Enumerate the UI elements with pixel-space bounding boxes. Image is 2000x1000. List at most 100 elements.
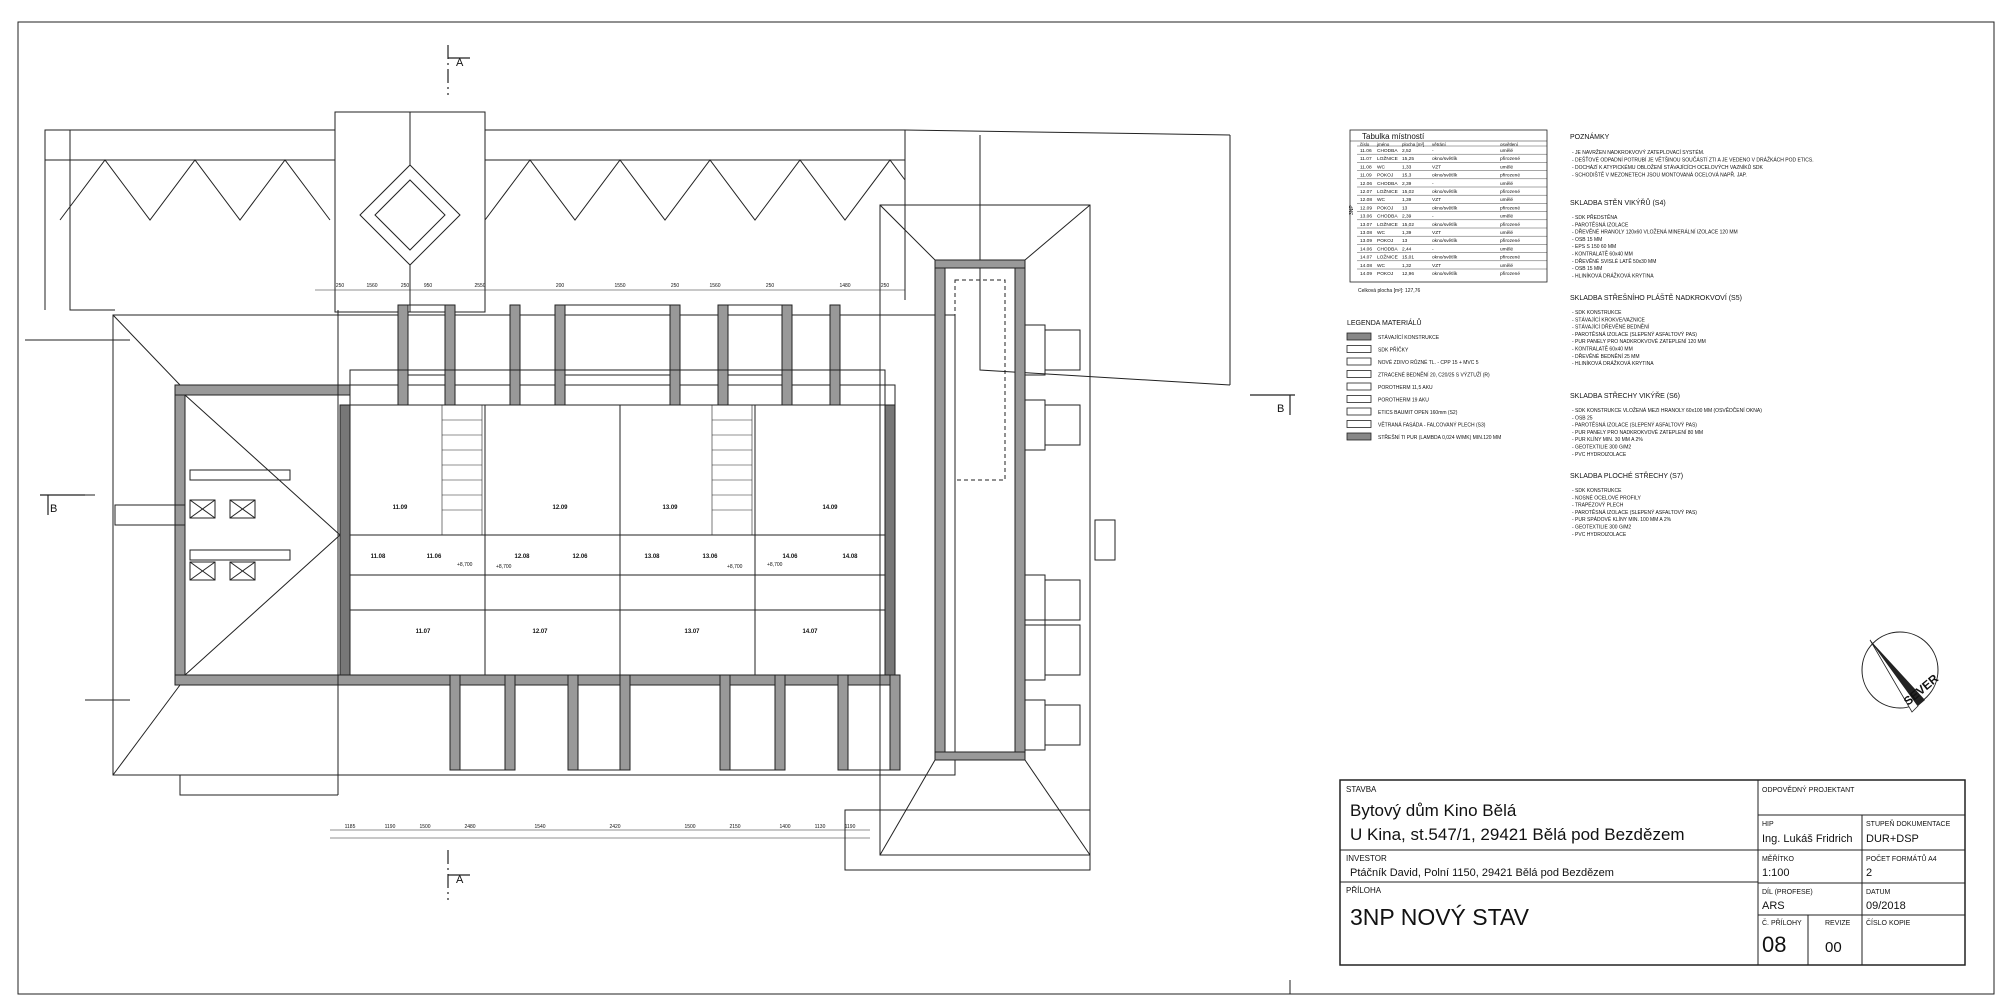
hip-label: HIP: [1762, 821, 1774, 828]
legend-label: NOVÉ ZDIVO RŮZNÉ TL. - CPP 15 + MVC 5: [1378, 359, 1479, 366]
room-label: 12.09: [552, 505, 568, 511]
table-cell: umělé: [1500, 214, 1513, 220]
legend-swatch: [1346, 407, 1372, 416]
table-cell: umělé: [1500, 164, 1513, 170]
table-cell: -: [1432, 247, 1434, 252]
dimension-text: 1190: [845, 824, 856, 830]
note-line: - DOCHÁZÍ K ATYPICKÉMU OBLOŽENÍ STÁVAJÍC…: [1572, 163, 1764, 171]
composition-line: - HLINÍKOVÁ DRÁŽKOVÁ KRYTINA: [1572, 359, 1654, 367]
table-cell: 11.09: [1360, 173, 1372, 179]
notes-block: POZNÁMKY - JE NAVRŽEN NADKROKVOVÝ ZATEPL…: [1570, 132, 1814, 538]
dimension-text: 1190: [385, 824, 396, 830]
table-cell: CHODBA: [1377, 246, 1398, 252]
table-cell: přirozené: [1500, 222, 1520, 228]
table-cell: 13: [1402, 238, 1408, 244]
note-line: - SCHODIŠTĚ V MEZONETECH JSOU MONTOVANÁ …: [1572, 171, 1747, 179]
revize-label: REVIZE: [1825, 920, 1851, 927]
table-cell: 12.07: [1360, 189, 1372, 195]
table-header: osvětlení: [1500, 142, 1519, 147]
priloha: 3NP NOVÝ STAV: [1350, 904, 1530, 930]
dimension-text: 1560: [709, 283, 720, 289]
composition-line: - PUR PANELY PRO NADKROKVOVÉ ZATEPLENÍ 8…: [1572, 429, 1703, 436]
dimension-text: 2480: [464, 824, 475, 830]
composition-line: - GEOTEXTILIE 300 G/M2: [1572, 445, 1631, 451]
table-cell: okno/světlík: [1432, 205, 1458, 211]
table-cell: 2,39: [1402, 214, 1412, 220]
legend-swatch: [1346, 370, 1372, 378]
stupen: DUR+DSP: [1866, 833, 1919, 845]
table-cell: přirozené: [1500, 173, 1520, 179]
table-cell: 15,02: [1402, 222, 1414, 228]
composition-title: SKLADBA STŘECHY VIKÝŘE (S6): [1570, 391, 1680, 400]
composition-line: - SDK KONSTRUKCE: [1572, 488, 1622, 494]
dimension-text: 200: [556, 283, 565, 289]
section-mark-a-bottom: A: [456, 874, 464, 886]
table-cell: POKOJ: [1377, 238, 1394, 244]
section-mark-b-left: B: [50, 503, 57, 515]
legend-label: POROTHERM 11,5 AKU: [1378, 385, 1433, 391]
dimension-text: 1480: [839, 283, 850, 289]
room-label: 12.07: [532, 629, 548, 635]
legend-label: VĚTRANÁ FASÁDA - FALCOVANÝ PLECH (S3): [1378, 421, 1486, 429]
table-cell: LOŽNICE: [1377, 154, 1398, 162]
note-line: - JE NAVRŽEN NADKROKVOVÝ ZATEPLOVACÍ SYS…: [1572, 148, 1704, 156]
table-cell: 12.09: [1360, 205, 1372, 211]
level-mark: +8,700: [767, 562, 783, 568]
table-cell: přirozené: [1500, 271, 1520, 277]
table-cell: přirozené: [1500, 205, 1520, 211]
table-cell: LOŽNICE: [1377, 220, 1398, 228]
table-cell: POKOJ: [1377, 205, 1394, 211]
table-cell: CHODBA: [1377, 181, 1398, 187]
stavba-line2: U Kina, st.547/1, 29421 Bělá pod Bezděze…: [1350, 825, 1685, 844]
pocet: 2: [1866, 867, 1872, 879]
table-cell: přirozené: [1500, 238, 1520, 244]
level-mark: +8,700: [727, 564, 743, 570]
legend-swatch: [1346, 395, 1372, 403]
pocet-label: POČET FORMÁTŮ A4: [1866, 854, 1937, 863]
table-cell: přirozené: [1500, 255, 1520, 261]
table-cell: 13.09: [1360, 238, 1372, 244]
level-mark: +8,700: [496, 564, 512, 570]
section-mark-a-top: A: [456, 57, 464, 69]
composition-line: - PVC HYDROIZOLACE: [1572, 532, 1627, 538]
table-cell: -: [1432, 149, 1434, 154]
c-prilohy: 08: [1762, 932, 1786, 957]
composition-line: - KONTRALATĚ 60x40 MM: [1572, 250, 1633, 258]
composition-title: SKLADBA PLOCHÉ STŘECHY (S7): [1570, 471, 1683, 480]
legend-swatch: [1346, 332, 1372, 341]
stavba-line1: Bytový dům Kino Bělá: [1350, 801, 1517, 820]
room-label: 12.08: [514, 554, 530, 560]
composition-line: - TRAPÉZOVÝ PLECH: [1572, 502, 1624, 509]
legend-label: POROTHERM 19 AKU: [1378, 398, 1429, 404]
legend-swatch: [1346, 432, 1372, 441]
table-cell: přirozené: [1500, 189, 1520, 195]
room-label: 11.06: [427, 554, 442, 560]
table-cell: WC: [1377, 230, 1386, 236]
composition-line: - DŘEVĚNÉ SVISLÉ LATĚ 50x30 MM: [1572, 257, 1656, 265]
c-prilohy-label: Č. PŘÍLOHY: [1762, 918, 1802, 927]
table-cell: 14.09: [1360, 271, 1372, 277]
room-label: 14.08: [842, 554, 858, 560]
composition-title: SKLADBA STĚN VIKÝŘŮ (S4): [1570, 198, 1666, 207]
table-cell: 14.06: [1360, 246, 1372, 252]
table-cell: umělé: [1500, 181, 1513, 187]
dimension-text: 1400: [779, 824, 790, 830]
composition-line: - DŘEVĚNÉ BEDNĚNÍ 25 MM: [1572, 352, 1640, 360]
table-cell: 12,96: [1402, 271, 1414, 277]
table-cell: umělé: [1500, 263, 1513, 269]
room-label: 13.07: [684, 629, 700, 635]
stupen-label: STUPEŇ DOKUMENTACE: [1866, 819, 1951, 828]
title-block-text: STAVBA Bytový dům Kino Bělá U Kina, st.5…: [1346, 785, 1951, 957]
composition-line: - PUR KLÍNY MIN. 30 MM A 2%: [1572, 436, 1643, 443]
table-floor-label: 3NP: [1349, 205, 1355, 215]
legend-label: STŘEŠNÍ TI PUR (LAMBDA 0,024 W/MK) MIN.1…: [1378, 433, 1501, 441]
composition-line: - SDK KONSTRUKCE VLOŽENÁ MEZI HRANOLY 60…: [1572, 406, 1762, 414]
floor-plan: [25, 111, 1231, 871]
composition-line: - KONTRALATĚ 60x40 MM: [1572, 345, 1633, 353]
section-markers: [40, 45, 1295, 900]
composition-line: - OSB 25: [1572, 415, 1593, 421]
table-cell: WC: [1377, 197, 1386, 203]
